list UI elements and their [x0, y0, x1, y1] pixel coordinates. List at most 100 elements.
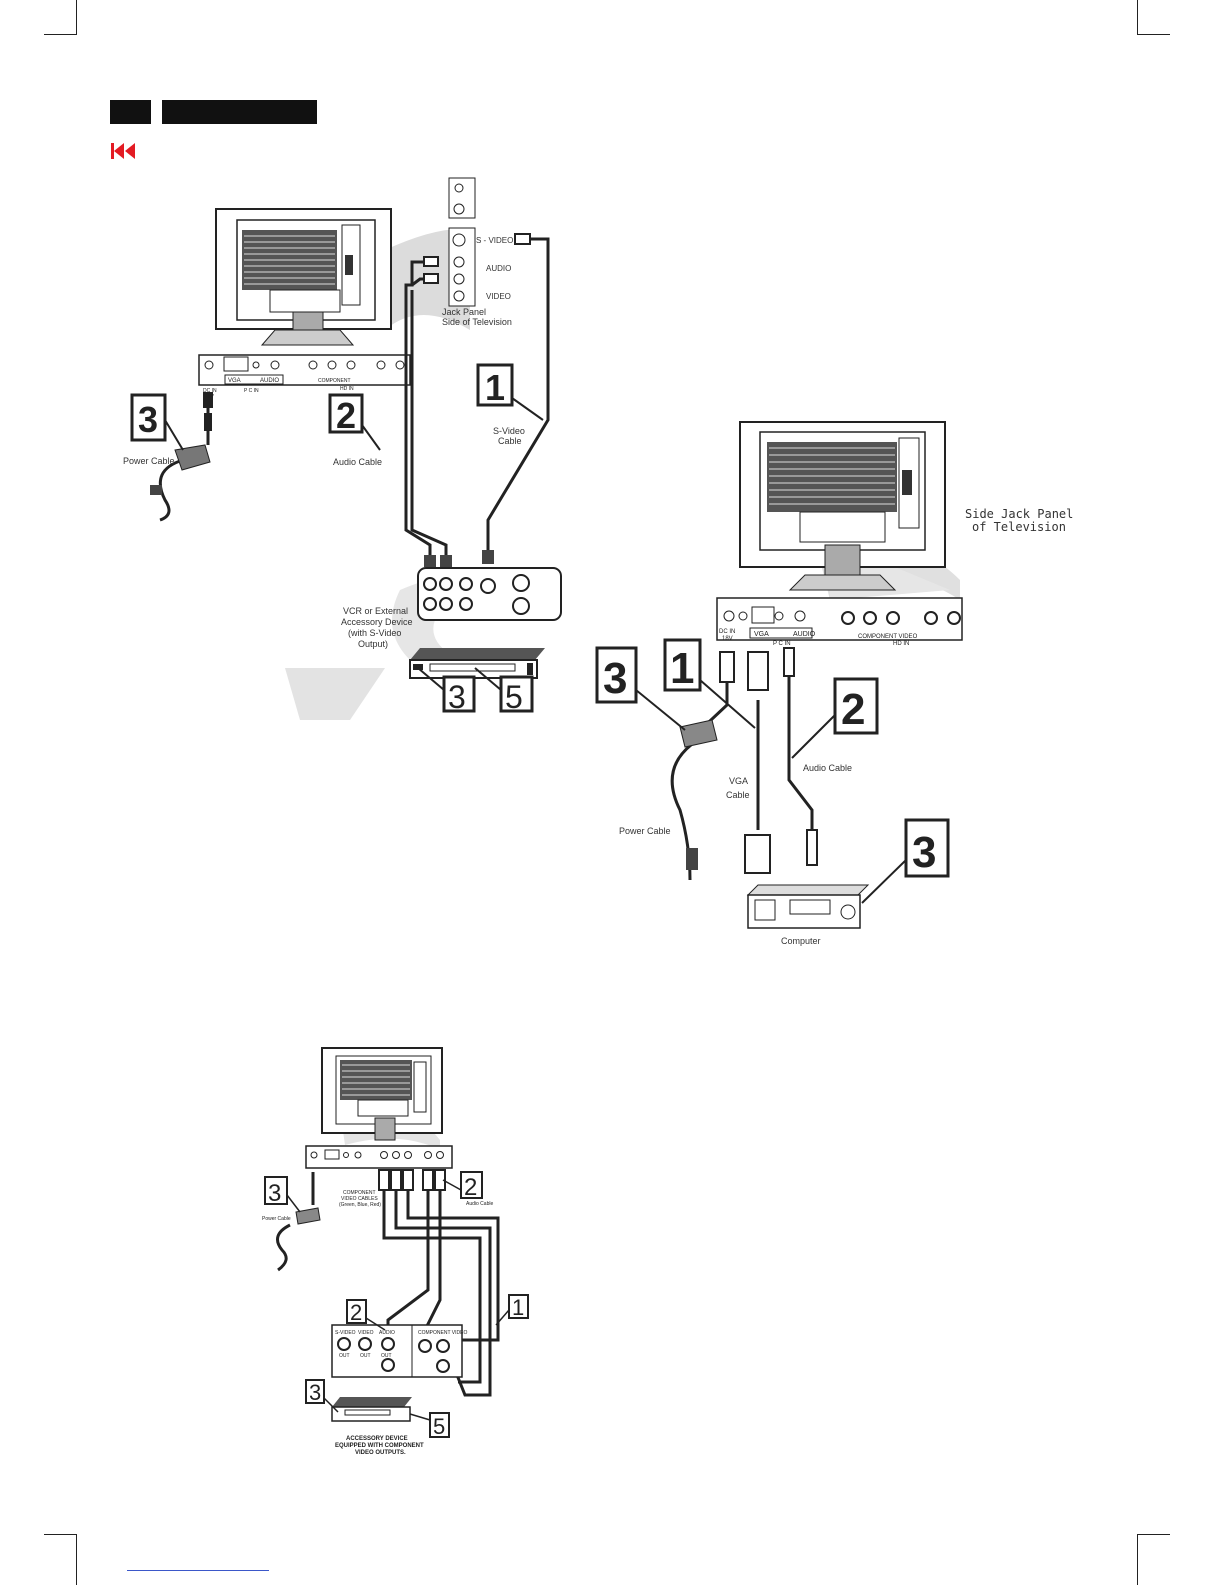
audio-port-label: AUDIO: [486, 264, 511, 273]
device-port-label-out-1: OUT: [339, 1353, 350, 1359]
callout-box-2d: [346, 1299, 367, 1324]
callout-3b: 3: [448, 679, 466, 715]
audio-label-2: AUDIO: [793, 631, 816, 638]
callout-5b: 5: [433, 1414, 445, 1439]
crop-mark-top-right-h: [1137, 34, 1170, 35]
component-cables-label-2: VIDEO CABLES: [341, 1196, 378, 1202]
dc-in-label-2a: DC IN: [719, 629, 735, 635]
audio-cable-label-3: Audio Cable: [466, 1201, 493, 1207]
callout-box-3f: [305, 1379, 325, 1404]
device-port-label-svideo: S-VIDEO: [335, 1330, 356, 1336]
hd-in-label-2: HD IN: [893, 641, 909, 647]
tv-back-1: [215, 208, 392, 346]
vcr-label-3: (with S-Video: [348, 628, 401, 638]
callout-3a: 3: [138, 399, 158, 440]
video-port-label: VIDEO: [486, 292, 511, 301]
tv-jack-strip-2: [716, 597, 963, 641]
crop-mark-bottom-right-v: [1137, 1534, 1138, 1585]
pc-in-label: P C IN: [244, 388, 259, 394]
header-section-number-box: [110, 100, 151, 124]
crop-mark-top-right-v: [1137, 0, 1138, 34]
side-jack-panel-label-2: of Television: [972, 520, 1066, 534]
vga-cable-label-1: VGA: [729, 776, 748, 786]
callout-2b: 2: [841, 685, 865, 734]
jack-panel-label-1: Jack Panel: [442, 307, 486, 317]
crop-mark-bottom-left-h: [44, 1534, 77, 1535]
pc-in-label-2: P C IN: [773, 641, 791, 647]
callout-box-1a: [476, 363, 514, 407]
hd-in-label: HD IN: [340, 386, 354, 392]
vcr-device-ports: [417, 567, 562, 621]
callout-3e: 3: [268, 1180, 281, 1207]
component-device-ports: [331, 1324, 463, 1378]
component-cables-label-1: COMPONENT: [343, 1190, 376, 1196]
device-port-label-audio: AUDIO: [379, 1330, 395, 1336]
svideo-port-label: S - VIDEO: [476, 236, 513, 245]
vcr-label-1: VCR or External: [343, 606, 408, 616]
callout-2d: 2: [350, 1300, 362, 1325]
device-port-label-video: VIDEO: [358, 1330, 374, 1336]
tv-jack-strip-3: [305, 1145, 453, 1169]
side-jack-panel-1: [448, 177, 476, 307]
callout-1b: 1: [670, 644, 694, 693]
callout-box-5a: [499, 675, 534, 713]
component-label-2: COMPONENT VIDEO: [858, 634, 918, 640]
callout-box-3e: [264, 1176, 288, 1205]
audio-label: AUDIO: [260, 378, 279, 384]
vga-label-2: VGA: [754, 631, 769, 638]
dc-in-label-1: DC IN: [203, 388, 217, 394]
crop-mark-bottom-right-h: [1137, 1534, 1170, 1535]
power-cable-label-2: Power Cable: [619, 826, 671, 836]
header-section-title-box: [162, 100, 317, 124]
footer-link[interactable]: [127, 1558, 269, 1571]
svideo-cable-label-1: S-Video: [493, 426, 525, 436]
audio-cable-label: Audio Cable: [333, 457, 382, 467]
component-cables-label-3: (Green, Blue, Red): [339, 1202, 381, 1208]
dc-in-label-2: 18V: [205, 394, 215, 400]
vga-cable-label-2: Cable: [726, 790, 750, 800]
rewind-icon[interactable]: [110, 142, 138, 160]
dc-in-label-2b: 18V: [722, 636, 733, 642]
computer-case: [746, 884, 870, 929]
callout-3d: 3: [912, 828, 936, 877]
callout-box-3a: [130, 393, 167, 442]
vga-label: VGA: [228, 378, 241, 384]
callout-1c: 1: [512, 1295, 524, 1320]
callout-1a: 1: [485, 367, 505, 408]
crop-mark-top-left-h: [44, 34, 77, 35]
vcr-label-4: Output): [358, 639, 388, 649]
accessory-label-1: ACCESSORY DEVICE: [346, 1436, 408, 1442]
tv-jack-strip-1: [198, 354, 411, 386]
computer-label: Computer: [781, 936, 821, 946]
callout-box-1b: [663, 638, 702, 692]
accessory-device-box: [331, 1397, 412, 1422]
callout-3f: 3: [309, 1380, 321, 1405]
callout-box-5b: [429, 1412, 450, 1438]
accessory-label-3: VIDEO OUTPUTS.: [355, 1450, 406, 1456]
power-cable-label-3: Power Cable: [262, 1216, 291, 1222]
callout-box-3b: [442, 675, 476, 713]
crop-mark-bottom-left-v: [76, 1534, 77, 1585]
callout-box-3c: [595, 646, 638, 704]
tv-back-2: [739, 421, 946, 591]
component-label: COMPONENT: [318, 378, 351, 384]
callout-2c: 2: [464, 1174, 477, 1201]
power-cable-label: Power Cable: [123, 456, 175, 466]
callout-5a: 5: [505, 679, 523, 715]
callout-2a: 2: [336, 395, 356, 436]
side-jack-panel-label-1: Side Jack Panel: [965, 507, 1073, 521]
audio-cable-label-2: Audio Cable: [803, 763, 852, 773]
callout-box-3d: [904, 818, 950, 878]
tv-back-3: [321, 1047, 443, 1141]
callout-box-2a: [328, 393, 364, 434]
device-port-label-component: COMPONENT VIDEO: [418, 1330, 467, 1336]
accessory-label-2: EQUIPPED WITH COMPONENT: [335, 1443, 424, 1449]
device-port-label-out-2: OUT: [360, 1353, 371, 1359]
vcr-box: [409, 648, 545, 679]
